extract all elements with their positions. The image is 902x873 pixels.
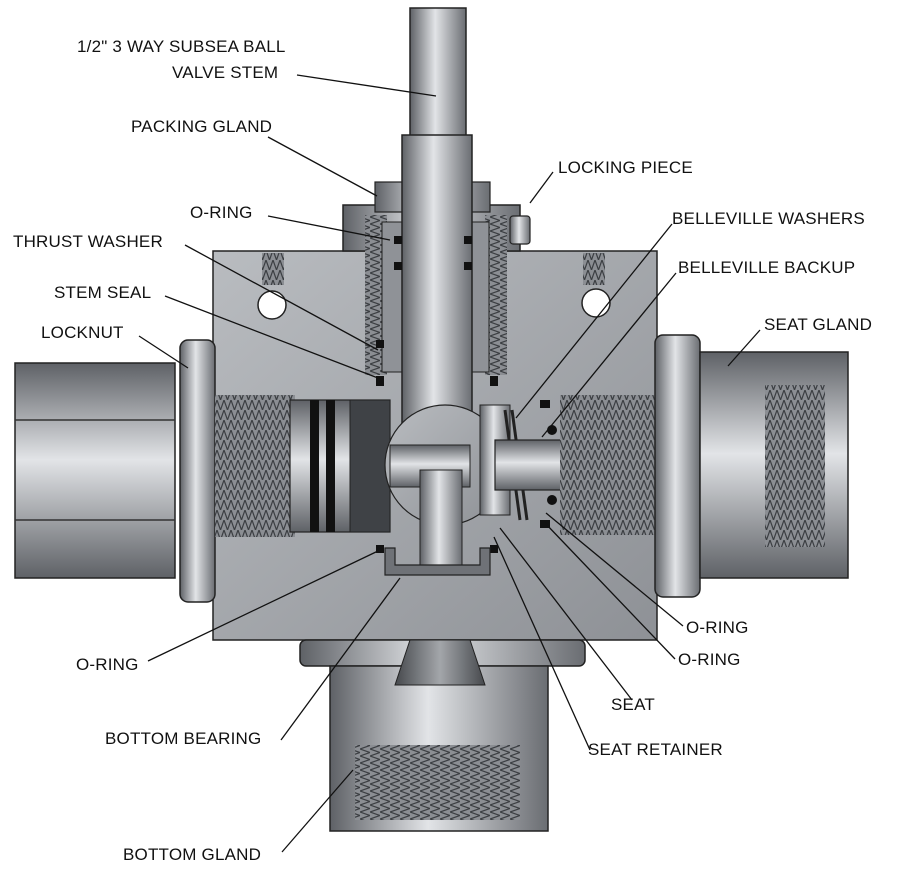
label-packing-gland: PACKING GLAND xyxy=(131,117,273,136)
label-o-ring-right-2: O-RING xyxy=(678,650,741,669)
label-stem-seal: STEM SEAL xyxy=(54,283,152,302)
seat-gland xyxy=(494,334,849,598)
label-seat: SEAT xyxy=(611,695,655,714)
label-belleville-washers: BELLEVILLE WASHERS xyxy=(672,209,865,228)
stem-o-rings xyxy=(376,236,498,553)
label-bottom-bearing: BOTTOM BEARING xyxy=(105,729,262,748)
valve-stem xyxy=(401,7,473,456)
label-valve-stem-line1: 1/2" 3 WAY SUBSEA BALL xyxy=(77,37,286,56)
label-seat-retainer: SEAT RETAINER xyxy=(588,740,723,759)
label-locknut: LOCKNUT xyxy=(41,323,124,342)
label-bottom-gland: BOTTOM GLAND xyxy=(123,845,262,864)
ball xyxy=(384,404,506,571)
bottom-gland xyxy=(299,639,586,832)
packing-gland xyxy=(342,181,521,375)
label-o-ring-top: O-RING xyxy=(190,203,253,222)
label-o-ring-right-1: O-RING xyxy=(686,618,749,637)
label-belleville-backup: BELLEVILLE BACKUP xyxy=(678,258,856,277)
left-port-plug xyxy=(215,395,391,537)
locknut xyxy=(14,339,216,603)
bottom-bearing xyxy=(384,547,491,576)
label-locking-piece: LOCKING PIECE xyxy=(558,158,693,177)
label-seat-gland: SEAT GLAND xyxy=(764,315,873,334)
locking-piece xyxy=(509,215,531,245)
label-valve-stem-line2: VALVE STEM xyxy=(172,63,279,82)
leader-lines xyxy=(138,74,761,853)
label-o-ring-left: O-RING xyxy=(76,655,139,674)
label-thrust-washer: THRUST WASHER xyxy=(13,232,163,251)
